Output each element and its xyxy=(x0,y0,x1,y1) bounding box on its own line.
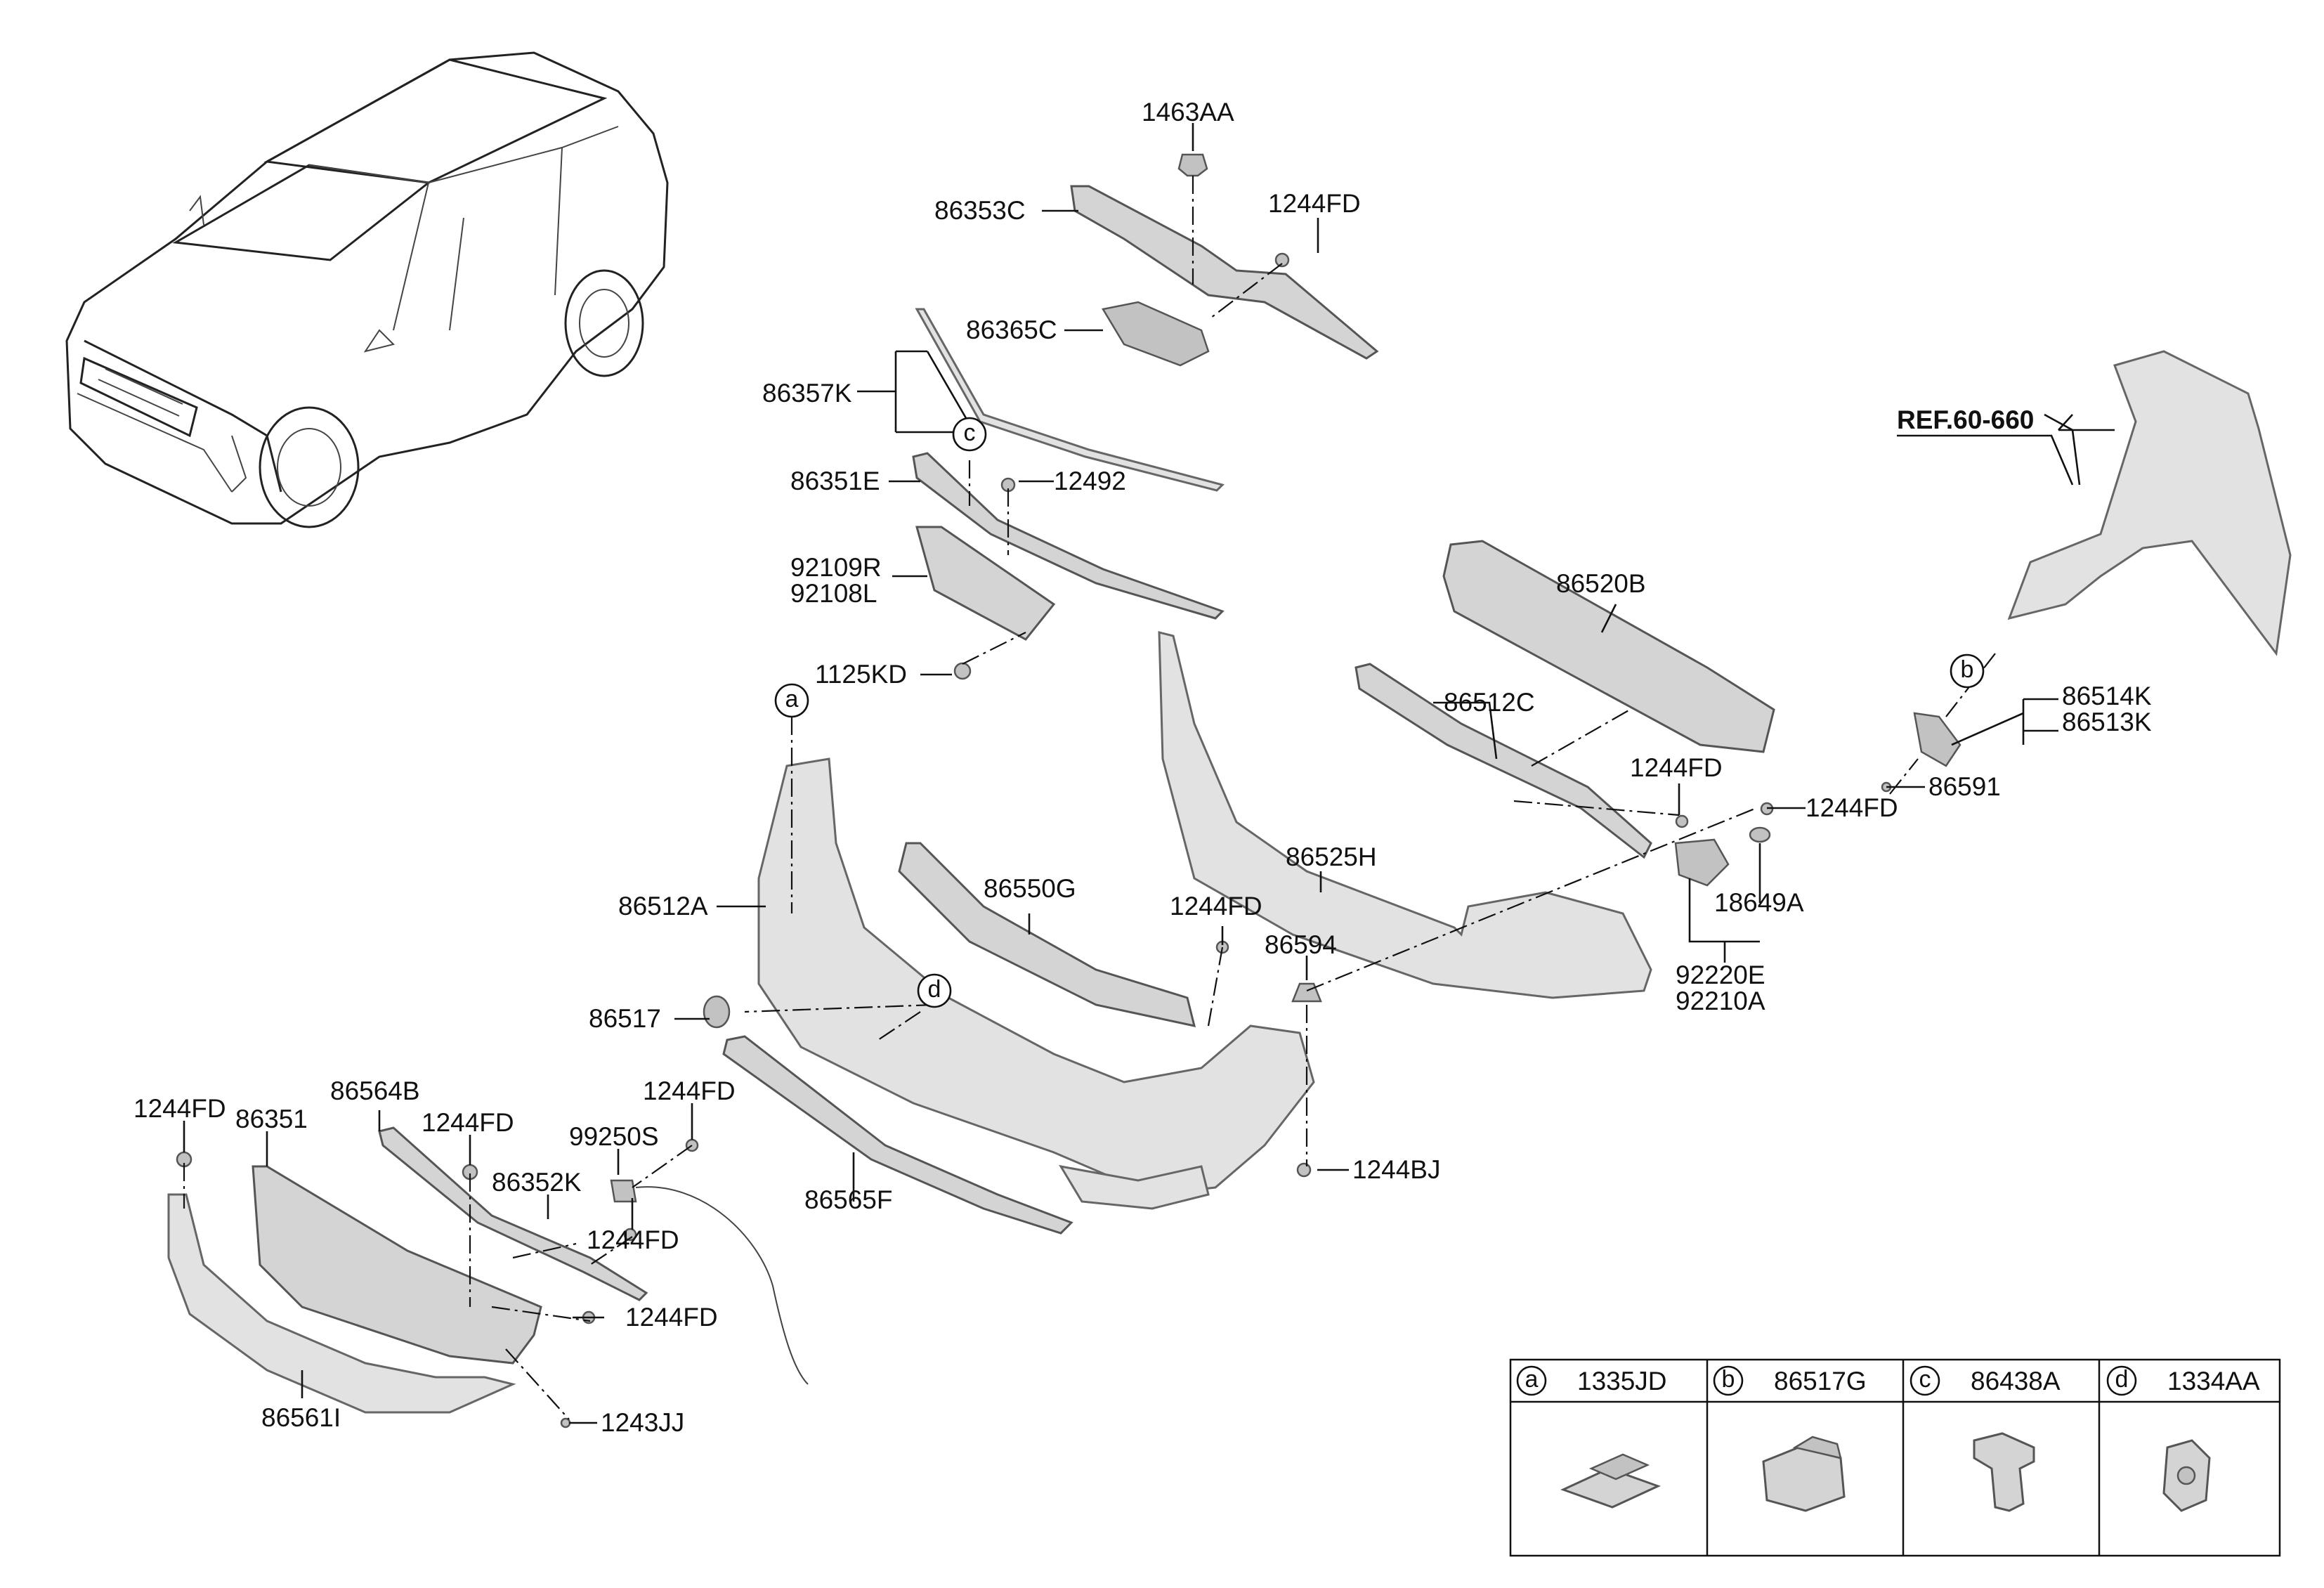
callout-86520B: 86520B xyxy=(1556,569,1646,598)
callout-86525H: 86525H xyxy=(1286,842,1377,871)
callout-1244FD-grille: 1244FD xyxy=(422,1108,514,1137)
callout-86365C: 86365C xyxy=(966,315,1057,344)
part-92109R xyxy=(915,526,1056,641)
leader-lines xyxy=(183,123,2115,1424)
part-86520B xyxy=(1442,540,1775,753)
callout-86517: 86517 xyxy=(589,1004,661,1033)
callout-86594: 86594 xyxy=(1265,930,1337,959)
callout-86351: 86351 xyxy=(235,1105,308,1133)
callout-92210A: 92210A xyxy=(1676,987,1765,1015)
legend-part-a: 1335JD xyxy=(1577,1367,1667,1395)
part-86561I xyxy=(167,1193,516,1414)
part-86365C xyxy=(1102,301,1210,367)
callout-86357K: 86357K xyxy=(762,379,852,408)
legend-icon-clip-c xyxy=(1973,1432,2035,1512)
callout-1244FD-right: 1244FD xyxy=(1806,793,1898,822)
part-86514K xyxy=(1913,712,1961,767)
part-99250S xyxy=(610,1179,637,1203)
legend-table: a 1335JD b 86517G c 86438A d 1334AA xyxy=(1509,1358,2281,1557)
legend-part-c: 86438A xyxy=(1971,1367,2061,1395)
legend-key-c: c xyxy=(1919,1366,1931,1393)
part-86525H xyxy=(1158,631,1652,999)
callout-86561I: 86561I xyxy=(261,1403,341,1432)
callout-1244FD-mid: 1244FD xyxy=(1630,753,1723,782)
marker-c: c xyxy=(964,419,976,446)
part-86357K xyxy=(915,308,1225,492)
parts-shapes xyxy=(167,153,2292,1428)
part-92220E xyxy=(1674,838,1730,887)
circle-markers: c a d b xyxy=(774,417,1985,1008)
legend-key-d: d xyxy=(2115,1366,2129,1393)
callout-labels: 1463AA 86353C 1244FD 86365C 86357K 86351… xyxy=(133,98,2152,1437)
callout-86565F: 86565F xyxy=(804,1185,893,1214)
part-86517 xyxy=(703,995,731,1029)
callout-86512A: 86512A xyxy=(618,892,708,920)
callout-92220E: 92220E xyxy=(1676,961,1765,989)
callout-12492: 12492 xyxy=(1054,467,1126,495)
part-fender xyxy=(2007,350,2292,656)
callout-86353C: 86353C xyxy=(934,196,1026,225)
ref-label: REF.60-660 xyxy=(1897,405,2034,434)
part-86550G xyxy=(898,842,1196,1027)
ref-annotation: REF.60-660 xyxy=(1897,405,2074,486)
part-86564B xyxy=(378,1126,648,1301)
vehicle-illustration xyxy=(65,51,669,528)
callout-99250S: 99250S xyxy=(569,1122,659,1151)
callout-86514K: 86514K xyxy=(2062,682,2152,710)
callout-18649A: 18649A xyxy=(1714,888,1804,917)
marker-a: a xyxy=(785,686,799,712)
legend-key-a: a xyxy=(1525,1366,1539,1393)
center-lines xyxy=(183,176,1996,1420)
callout-1244FD-center: 1244FD xyxy=(1170,892,1262,920)
legend-part-d: 1334AA xyxy=(2167,1367,2260,1395)
part-86351 xyxy=(252,1165,542,1365)
marker-b: b xyxy=(1961,656,1974,683)
legend-icon-clip-a xyxy=(1560,1467,1661,1509)
part-1463AA xyxy=(1177,153,1208,177)
callout-86550G: 86550G xyxy=(984,874,1076,903)
part-86565F xyxy=(722,1035,1073,1235)
callout-86512C: 86512C xyxy=(1444,688,1535,717)
part-skid-plate xyxy=(1059,1164,1210,1210)
callout-1244FD-sensor: 1244FD xyxy=(643,1076,736,1105)
callout-86591: 86591 xyxy=(1928,772,2001,801)
callout-1125KD: 1125KD xyxy=(815,660,907,689)
callout-92108L: 92108L xyxy=(790,579,877,608)
callout-1244FD-bottom: 1244FD xyxy=(625,1303,718,1332)
part-86512A xyxy=(757,757,1315,1196)
callout-1243JJ: 1243JJ xyxy=(601,1408,684,1437)
callout-92109R: 92109R xyxy=(790,553,882,582)
marker-d: d xyxy=(928,976,941,1003)
callout-86513K: 86513K xyxy=(2062,708,2152,736)
callout-1244FD-far-left: 1244FD xyxy=(133,1094,226,1123)
callout-1244FD-lower: 1244FD xyxy=(587,1225,679,1254)
legend-icon-clip-b xyxy=(1762,1446,1846,1512)
callout-1244BJ: 1244BJ xyxy=(1352,1155,1441,1184)
callout-86564B: 86564B xyxy=(330,1076,420,1105)
callout-86351E: 86351E xyxy=(790,467,880,495)
callout-86352K: 86352K xyxy=(492,1168,582,1197)
callout-1463AA: 1463AA xyxy=(1142,98,1234,126)
callout-1244FD-top: 1244FD xyxy=(1268,189,1361,218)
legend-part-b: 86517G xyxy=(1774,1367,1867,1395)
legend-key-b: b xyxy=(1722,1366,1735,1393)
part-86512C xyxy=(1354,663,1652,859)
part-86351E xyxy=(912,452,1225,620)
part-86353C xyxy=(1070,185,1379,360)
